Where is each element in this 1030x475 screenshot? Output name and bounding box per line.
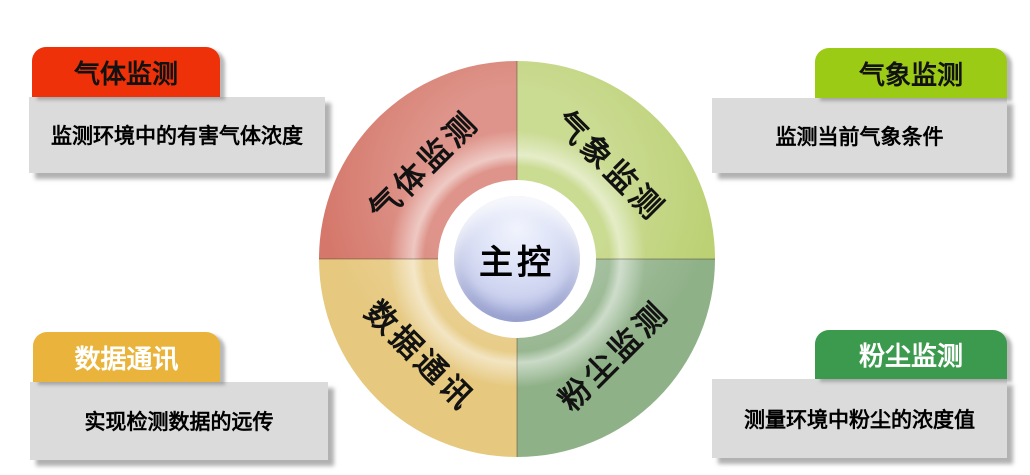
callout-weather-title: 气象监测 <box>815 48 1007 98</box>
callout-dust-description: 测量环境中粉尘的浓度值 <box>712 379 1007 458</box>
callout-data: 数据通讯 实现检测数据的远传 <box>30 332 328 460</box>
center-hub-label: 主控 <box>479 244 555 282</box>
callout-data-title: 数据通讯 <box>33 332 220 382</box>
callout-gas-description: 监测环境中的有害气体浓度 <box>29 97 325 173</box>
callout-gas: 气体监测 监测环境中的有害气体浓度 <box>29 47 325 173</box>
callout-gas-title: 气体监测 <box>32 47 220 97</box>
callout-dust-title: 粉尘监测 <box>815 330 1007 379</box>
callout-weather: 气象监测 监测当前气象条件 <box>712 48 1007 173</box>
callout-dust: 粉尘监测 测量环境中粉尘的浓度值 <box>712 330 1007 458</box>
wheel: 气体监测 气象监测 数据通讯 粉尘监测 主控 <box>319 61 715 457</box>
callout-weather-description: 监测当前气象条件 <box>712 98 1007 173</box>
callout-data-description: 实现检测数据的远传 <box>30 382 328 460</box>
center-hub: 主控 <box>454 196 580 322</box>
